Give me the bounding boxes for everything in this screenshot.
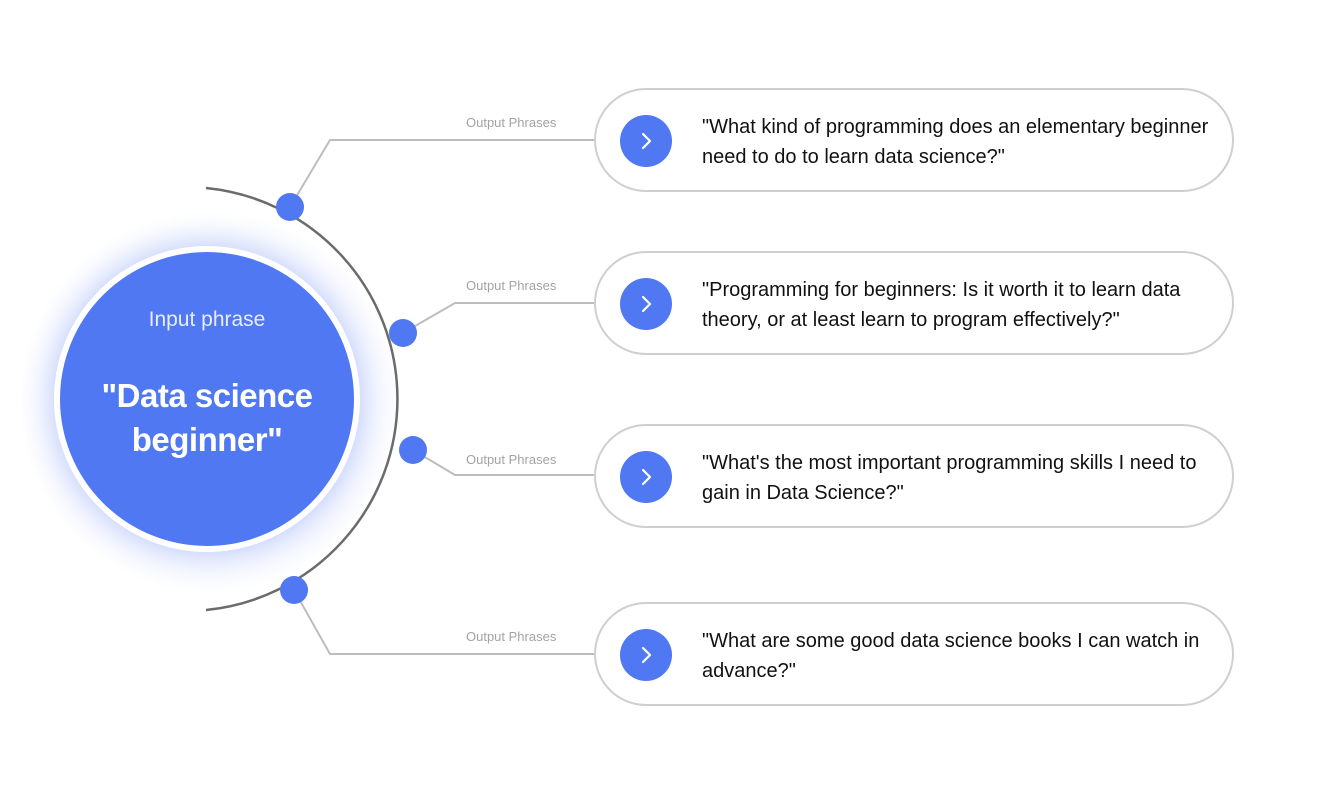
output-button-4[interactable] [620,629,672,681]
connector-line-3 [412,449,594,476]
connector-node-4 [280,576,308,604]
output-card-3: "What's the most important programming s… [594,424,1234,528]
connector-line-2 [402,302,594,334]
output-text-1: "What kind of programming does an elemen… [702,116,1209,168]
input-phrase-node: Input phrase "Data science beginner" [54,246,360,552]
output-button-3[interactable] [620,451,672,503]
input-phrase: "Data science beginner" [101,377,313,458]
output-text-4: "What are some good data science books I… [702,630,1200,682]
connector-line-4 [293,589,594,655]
output-label-3: Output Phrases [466,452,557,467]
connector-node-3 [399,436,427,464]
output-button-2[interactable] [620,278,672,330]
output-label-2: Output Phrases [466,278,557,293]
connector-line-1 [289,139,594,208]
output-text-2: "Programming for beginners: Is it worth … [702,279,1181,331]
output-card-1: "What kind of programming does an elemen… [594,88,1234,192]
output-button-1[interactable] [620,115,672,167]
connector-node-1 [276,193,304,221]
connector-node-2 [389,319,417,347]
chevron-right-icon [641,468,652,486]
chevron-right-icon [641,295,652,313]
output-label-4: Output Phrases [466,629,557,644]
output-card-4: "What are some good data science books I… [594,602,1234,706]
output-text-3: "What's the most important programming s… [702,452,1197,504]
chevron-right-icon [641,132,652,150]
output-card-2: "Programming for beginners: Is it worth … [594,251,1234,355]
chevron-right-icon [641,646,652,664]
output-label-1: Output Phrases [466,115,557,130]
input-label: Input phrase [148,308,266,331]
